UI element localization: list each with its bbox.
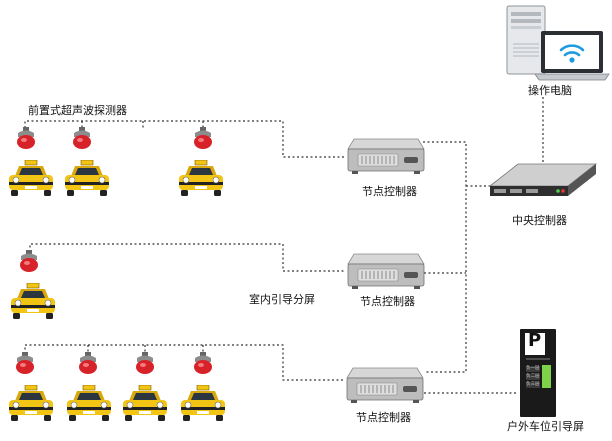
node-controller-2-label: 节点控制器 bbox=[360, 295, 415, 308]
ultrasonic-sensor-icon bbox=[20, 250, 38, 272]
ultrasonic-sensor-icon bbox=[17, 127, 35, 149]
central-controller-label: 中央控制器 bbox=[512, 214, 567, 227]
outdoor-guidance-screen-icon bbox=[520, 329, 556, 417]
ultrasonic-sensor-icon bbox=[194, 352, 212, 374]
node-controller-3-icon bbox=[346, 367, 424, 403]
taxi-car-icon bbox=[179, 160, 223, 196]
node-controller-3-label: 节点控制器 bbox=[356, 411, 411, 424]
operator-computer-icon bbox=[506, 5, 610, 81]
ultrasonic-sensor-icon bbox=[136, 352, 154, 374]
outdoor-screen-logo: P bbox=[528, 330, 542, 351]
central-controller-server-icon bbox=[488, 163, 598, 196]
outdoor-screen-row: 负三层 bbox=[526, 382, 540, 387]
ultrasonic-sensor-icon bbox=[16, 352, 34, 374]
ultrasonic-sensor-icon bbox=[79, 352, 97, 374]
node-controller-1-icon bbox=[347, 138, 425, 174]
ultrasonic-sensor-icon bbox=[73, 127, 91, 149]
node-controller-2-icon bbox=[347, 253, 425, 289]
ultrasonic-sensor-icon bbox=[194, 127, 212, 149]
operator-pc-label: 操作电脑 bbox=[528, 84, 572, 97]
outdoor-screen-label: 户外车位引导屏 bbox=[507, 420, 584, 433]
taxi-car-icon bbox=[65, 160, 109, 196]
taxi-car-icon bbox=[67, 385, 111, 421]
node-controller-1-label: 节点控制器 bbox=[362, 185, 417, 198]
outdoor-screen-row: 负二层 bbox=[526, 374, 540, 379]
taxi-car-icon bbox=[11, 283, 55, 319]
taxi-car-icon bbox=[9, 160, 53, 196]
taxi-car-icon bbox=[181, 385, 225, 421]
sensor-group-label: 前置式超声波探测器 bbox=[28, 104, 127, 117]
taxi-car-icon bbox=[9, 385, 53, 421]
outdoor-screen-row: 负一层 bbox=[526, 366, 540, 371]
indoor-screen-label: 室内引导分屏 bbox=[249, 293, 315, 306]
taxi-car-icon bbox=[123, 385, 167, 421]
